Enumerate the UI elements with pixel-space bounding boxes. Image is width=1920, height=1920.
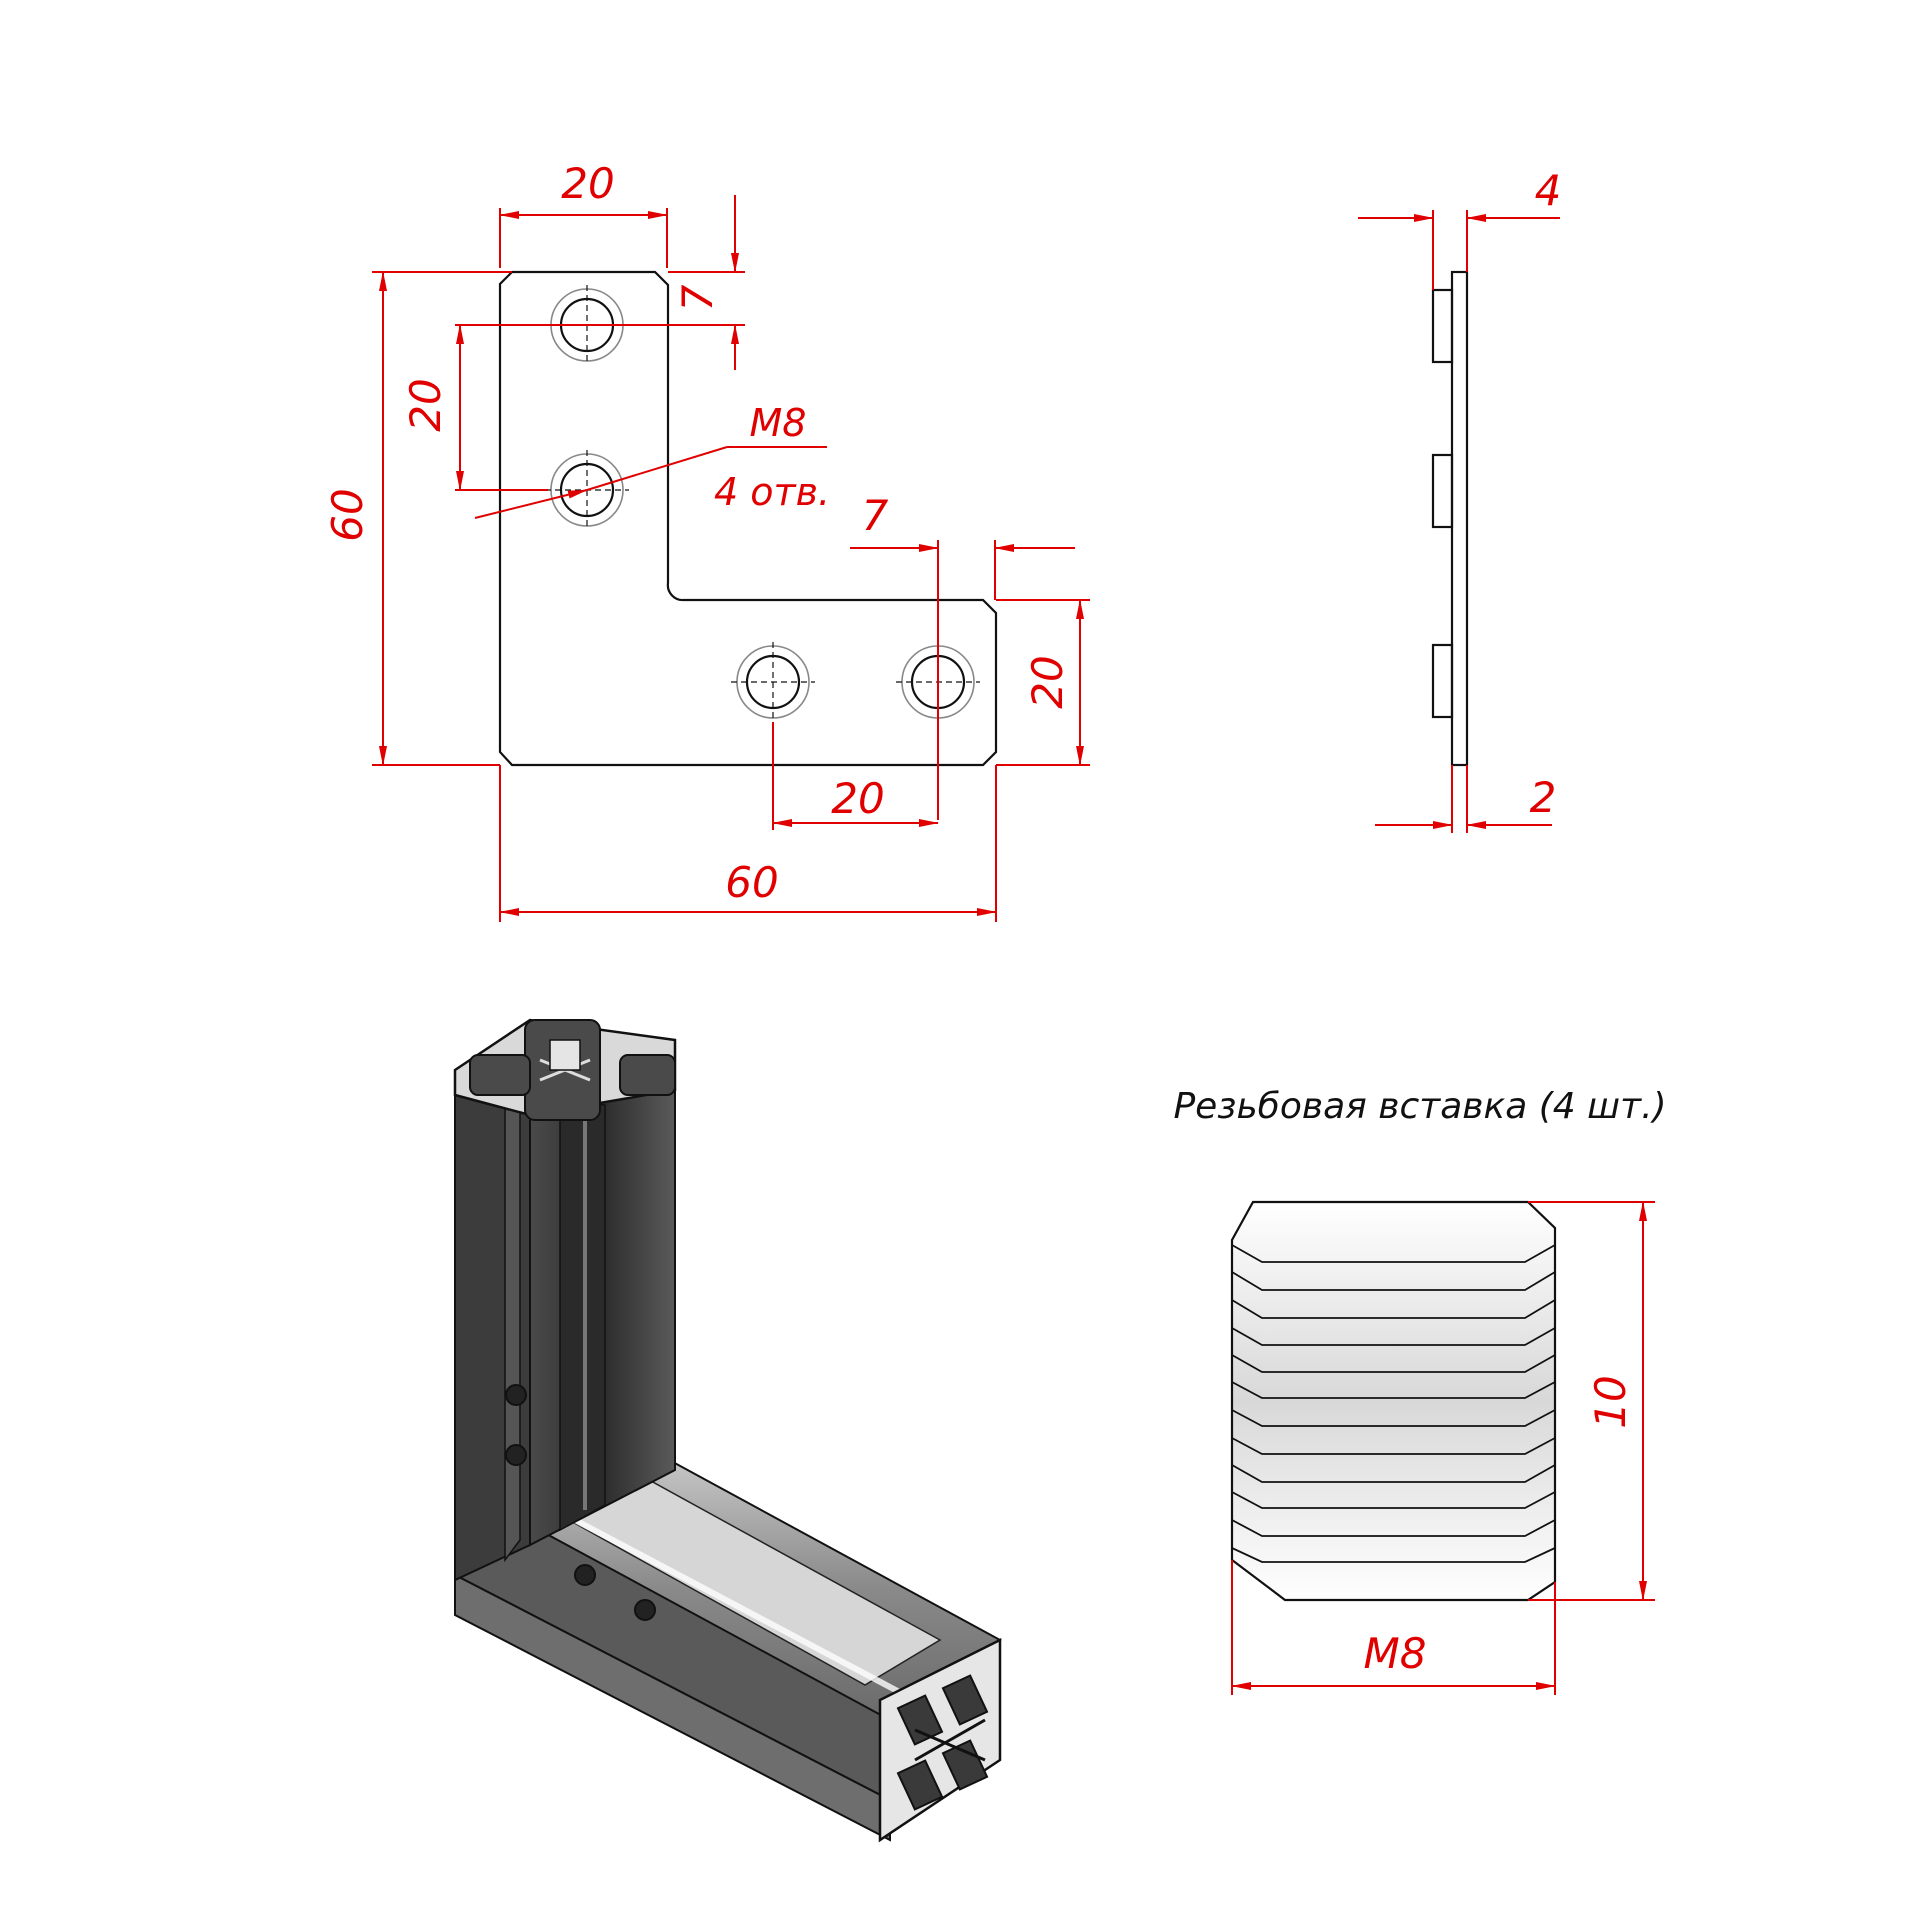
dim-insert-thread: M8 (1364, 1629, 1427, 1678)
plate-outline (498, 270, 998, 767)
plate-front-view: 20 7 20 60 M8 4 отв. 7 20 20 60 (323, 159, 1090, 922)
insert-body (1230, 1200, 1557, 1602)
holes-count-label: 4 отв. (714, 470, 830, 514)
vertical-profile-end (453, 1018, 677, 1121)
insert-title: Резьбовая вставка (4 шт.) (1173, 1086, 1666, 1127)
dim-edge-offset-right: 7 (862, 491, 889, 540)
vertical-profile-inner-slot (504, 1098, 521, 1563)
dim-leg-width: 20 (1023, 655, 1072, 708)
screw-1 (505, 1384, 527, 1406)
side-boss-3 (1431, 643, 1454, 719)
horizontal-profile-bottom (454, 1573, 891, 1842)
screw-4 (634, 1599, 656, 1621)
dim-overall-height: 60 (323, 488, 372, 541)
horizontal-profile-end (878, 1637, 1002, 1843)
dim-hole-spacing-vertical: 20 (401, 378, 450, 431)
side-boss-1 (1431, 288, 1454, 364)
side-plate-body (1450, 270, 1469, 767)
dim-overall-width: 60 (725, 858, 778, 907)
assembly-isometric-view (453, 1018, 1002, 1843)
dim-edge-offset-top: 7 (673, 284, 722, 311)
vertical-profile-slot (559, 1099, 606, 1532)
side-boss-2 (1431, 453, 1454, 529)
screw-2 (505, 1444, 527, 1466)
dim-hole-spacing-bottom: 20 (831, 774, 884, 823)
thread-label: M8 (750, 401, 807, 445)
hole-3 (731, 642, 815, 722)
dimension-lines (372, 195, 1090, 922)
dim-plate-thickness: 2 (1530, 773, 1557, 822)
dim-insert-length: 10 (1586, 1375, 1635, 1428)
threaded-insert-view: Резьбовая вставка (4 шт.) (1173, 1086, 1667, 1695)
dim-thickness-total: 4 (1535, 166, 1562, 215)
plate-side-view: 4 2 (1358, 166, 1561, 833)
dim-hole-spacing-top: 20 (561, 159, 614, 208)
screw-3 (574, 1564, 596, 1586)
